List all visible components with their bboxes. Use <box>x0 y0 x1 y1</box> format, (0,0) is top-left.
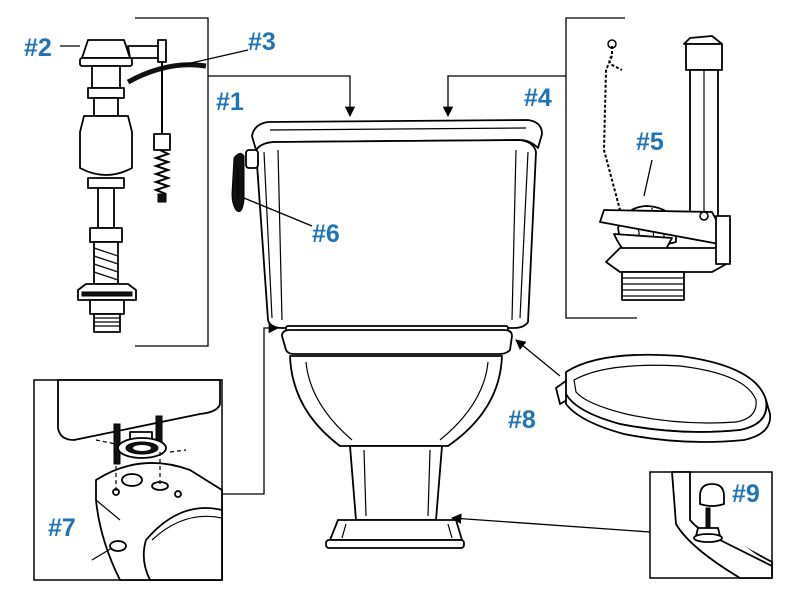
bowl-rim <box>281 329 513 355</box>
label-3: #3 <box>248 28 276 56</box>
inset-9-frame <box>649 471 773 579</box>
fill-valve-cap <box>81 39 131 59</box>
arrow-1 <box>208 75 356 118</box>
flush-valve <box>565 17 731 319</box>
toilet-tank <box>231 119 543 329</box>
leader-5 <box>643 159 653 197</box>
label-5: #5 <box>636 128 664 156</box>
arrow-4 <box>442 75 566 118</box>
toilet-bowl <box>281 325 513 549</box>
label-2: #2 <box>24 34 52 62</box>
label-4: #4 <box>524 84 552 112</box>
arrow-7 <box>222 322 280 495</box>
fill-valve <box>77 17 209 347</box>
flush-valve-bracket <box>565 17 637 319</box>
label-1: #1 <box>216 88 244 116</box>
arrow-8 <box>515 339 561 377</box>
trip-lever-handle <box>231 149 259 213</box>
fill-valve-float-cup <box>79 115 133 176</box>
fill-valve-bracket <box>135 17 209 347</box>
leader-3 <box>177 49 249 67</box>
label-8: #8 <box>508 406 536 434</box>
label-7: #7 <box>48 514 76 542</box>
leader-6 <box>243 197 313 227</box>
arrow-9 <box>450 513 651 533</box>
label-9: #9 <box>732 480 760 508</box>
inset-tank-to-bowl <box>33 379 223 581</box>
toilet-seat <box>555 353 771 443</box>
inset-floor-bolt-cap <box>649 471 773 579</box>
label-6: #6 <box>312 220 340 248</box>
